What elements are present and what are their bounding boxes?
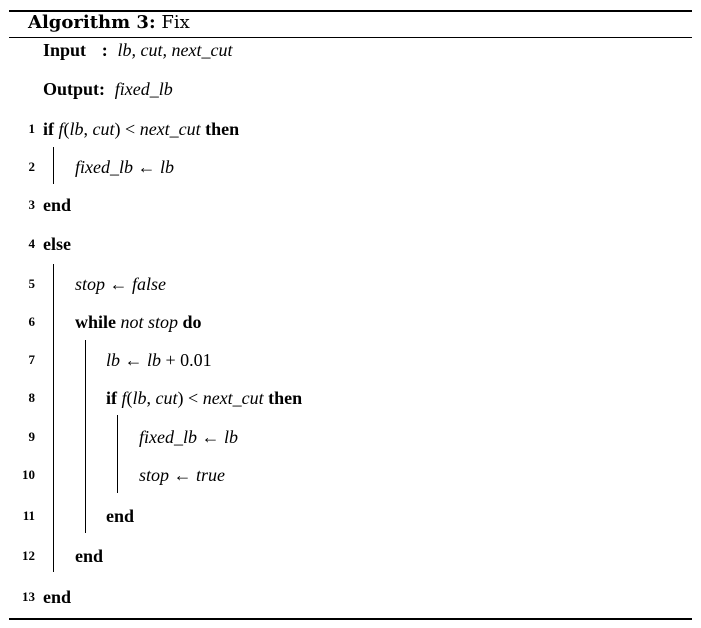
line-number: 13 — [22, 589, 35, 604]
line-number: 7 — [28, 352, 36, 367]
code-token: cut — [92, 119, 115, 139]
code-token: ( — [63, 119, 70, 139]
indent-bar-while-block — [85, 340, 86, 533]
code-line-5: stop ← false — [75, 271, 166, 297]
caption-rule — [9, 37, 692, 38]
indent-bar-inner-if-block — [117, 415, 118, 493]
keyword: do — [178, 312, 202, 332]
keyword: end — [43, 587, 72, 607]
code-token: fixed_lb — [75, 157, 133, 177]
line-number: 5 — [28, 276, 36, 291]
code-token: lb — [106, 350, 121, 370]
keyword: else — [43, 234, 71, 254]
code-token: true — [196, 465, 226, 485]
code-line-13: end — [43, 584, 71, 610]
code-line-1: if f(lb, cut) < next_cut then — [43, 116, 239, 142]
code-token: ) < — [114, 119, 140, 139]
keyword: then — [200, 119, 240, 139]
line-number: 4 — [28, 236, 36, 251]
code-line-6: while not stop do — [75, 309, 202, 335]
line-number: 3 — [28, 197, 36, 212]
top-rule — [9, 10, 692, 12]
code-token: lb — [223, 427, 238, 447]
keyword: if — [106, 388, 117, 408]
bottom-rule — [9, 618, 692, 620]
code-token: lb — [69, 119, 84, 139]
algorithm-name: Fix — [161, 12, 190, 33]
line-number: 9 — [28, 429, 36, 444]
code-token: , — [146, 388, 156, 408]
code-token: next_cut — [202, 388, 264, 408]
code-token: lb — [159, 157, 174, 177]
code-token: stop — [139, 465, 170, 485]
code-token: lb — [147, 350, 162, 370]
code-token: lb — [132, 388, 147, 408]
keyword: then — [263, 388, 303, 408]
code-line-3: end — [43, 192, 71, 218]
line-number: 2 — [28, 159, 36, 174]
code-line-8: if f(lb, cut) < next_cut then — [106, 385, 302, 411]
line-number: 10 — [22, 467, 35, 482]
keyword: end — [106, 506, 135, 526]
output-line: Output: fixed_lb — [43, 76, 173, 102]
input-line: Input : lb, cut, next_cut — [43, 37, 232, 63]
code-token: ← — [132, 157, 160, 177]
input-label: Input — [43, 40, 87, 60]
code-line-10: stop ← true — [139, 462, 225, 488]
code-token: f — [117, 388, 127, 408]
code-token: not stop — [116, 312, 179, 332]
line-number: 11 — [22, 508, 35, 523]
code-token: + 0.01 — [161, 350, 212, 370]
algorithm-label: Algorithm 3: — [28, 12, 156, 33]
indent-bar-if-block — [53, 147, 54, 184]
code-token: ) < — [177, 388, 203, 408]
keyword: end — [43, 195, 72, 215]
input-colon: : — [101, 40, 108, 60]
algorithm-caption: Algorithm 3: Fix — [28, 11, 190, 35]
code-token: stop — [75, 274, 106, 294]
output-label: Output: — [43, 79, 106, 99]
code-token: next_cut — [139, 119, 201, 139]
code-token: false — [132, 274, 167, 294]
keyword: end — [75, 546, 104, 566]
code-token: cut — [155, 388, 178, 408]
code-token: ← — [120, 350, 148, 370]
code-token: ( — [126, 388, 133, 408]
code-line-7: lb ← lb + 0.01 — [106, 347, 212, 373]
code-line-11: end — [106, 503, 134, 529]
code-token: ← — [169, 465, 197, 485]
code-line-9: fixed_lb ← lb — [139, 424, 238, 450]
input-value: lb, cut, next_cut — [117, 40, 233, 60]
code-token: f — [54, 119, 64, 139]
code-line-12: end — [75, 543, 103, 569]
code-token: ← — [105, 274, 133, 294]
code-line-4: else — [43, 231, 71, 257]
code-line-2: fixed_lb ← lb — [75, 154, 174, 180]
output-value: fixed_lb — [114, 79, 173, 99]
line-number: 1 — [28, 121, 36, 136]
line-number: 8 — [28, 390, 36, 405]
code-token: ← — [196, 427, 224, 447]
code-token: fixed_lb — [139, 427, 197, 447]
keyword: if — [43, 119, 54, 139]
keyword: while — [75, 312, 117, 332]
code-token: , — [83, 119, 93, 139]
line-number: 12 — [22, 548, 35, 563]
line-number: 6 — [28, 314, 36, 329]
indent-bar-else-block — [53, 264, 54, 572]
